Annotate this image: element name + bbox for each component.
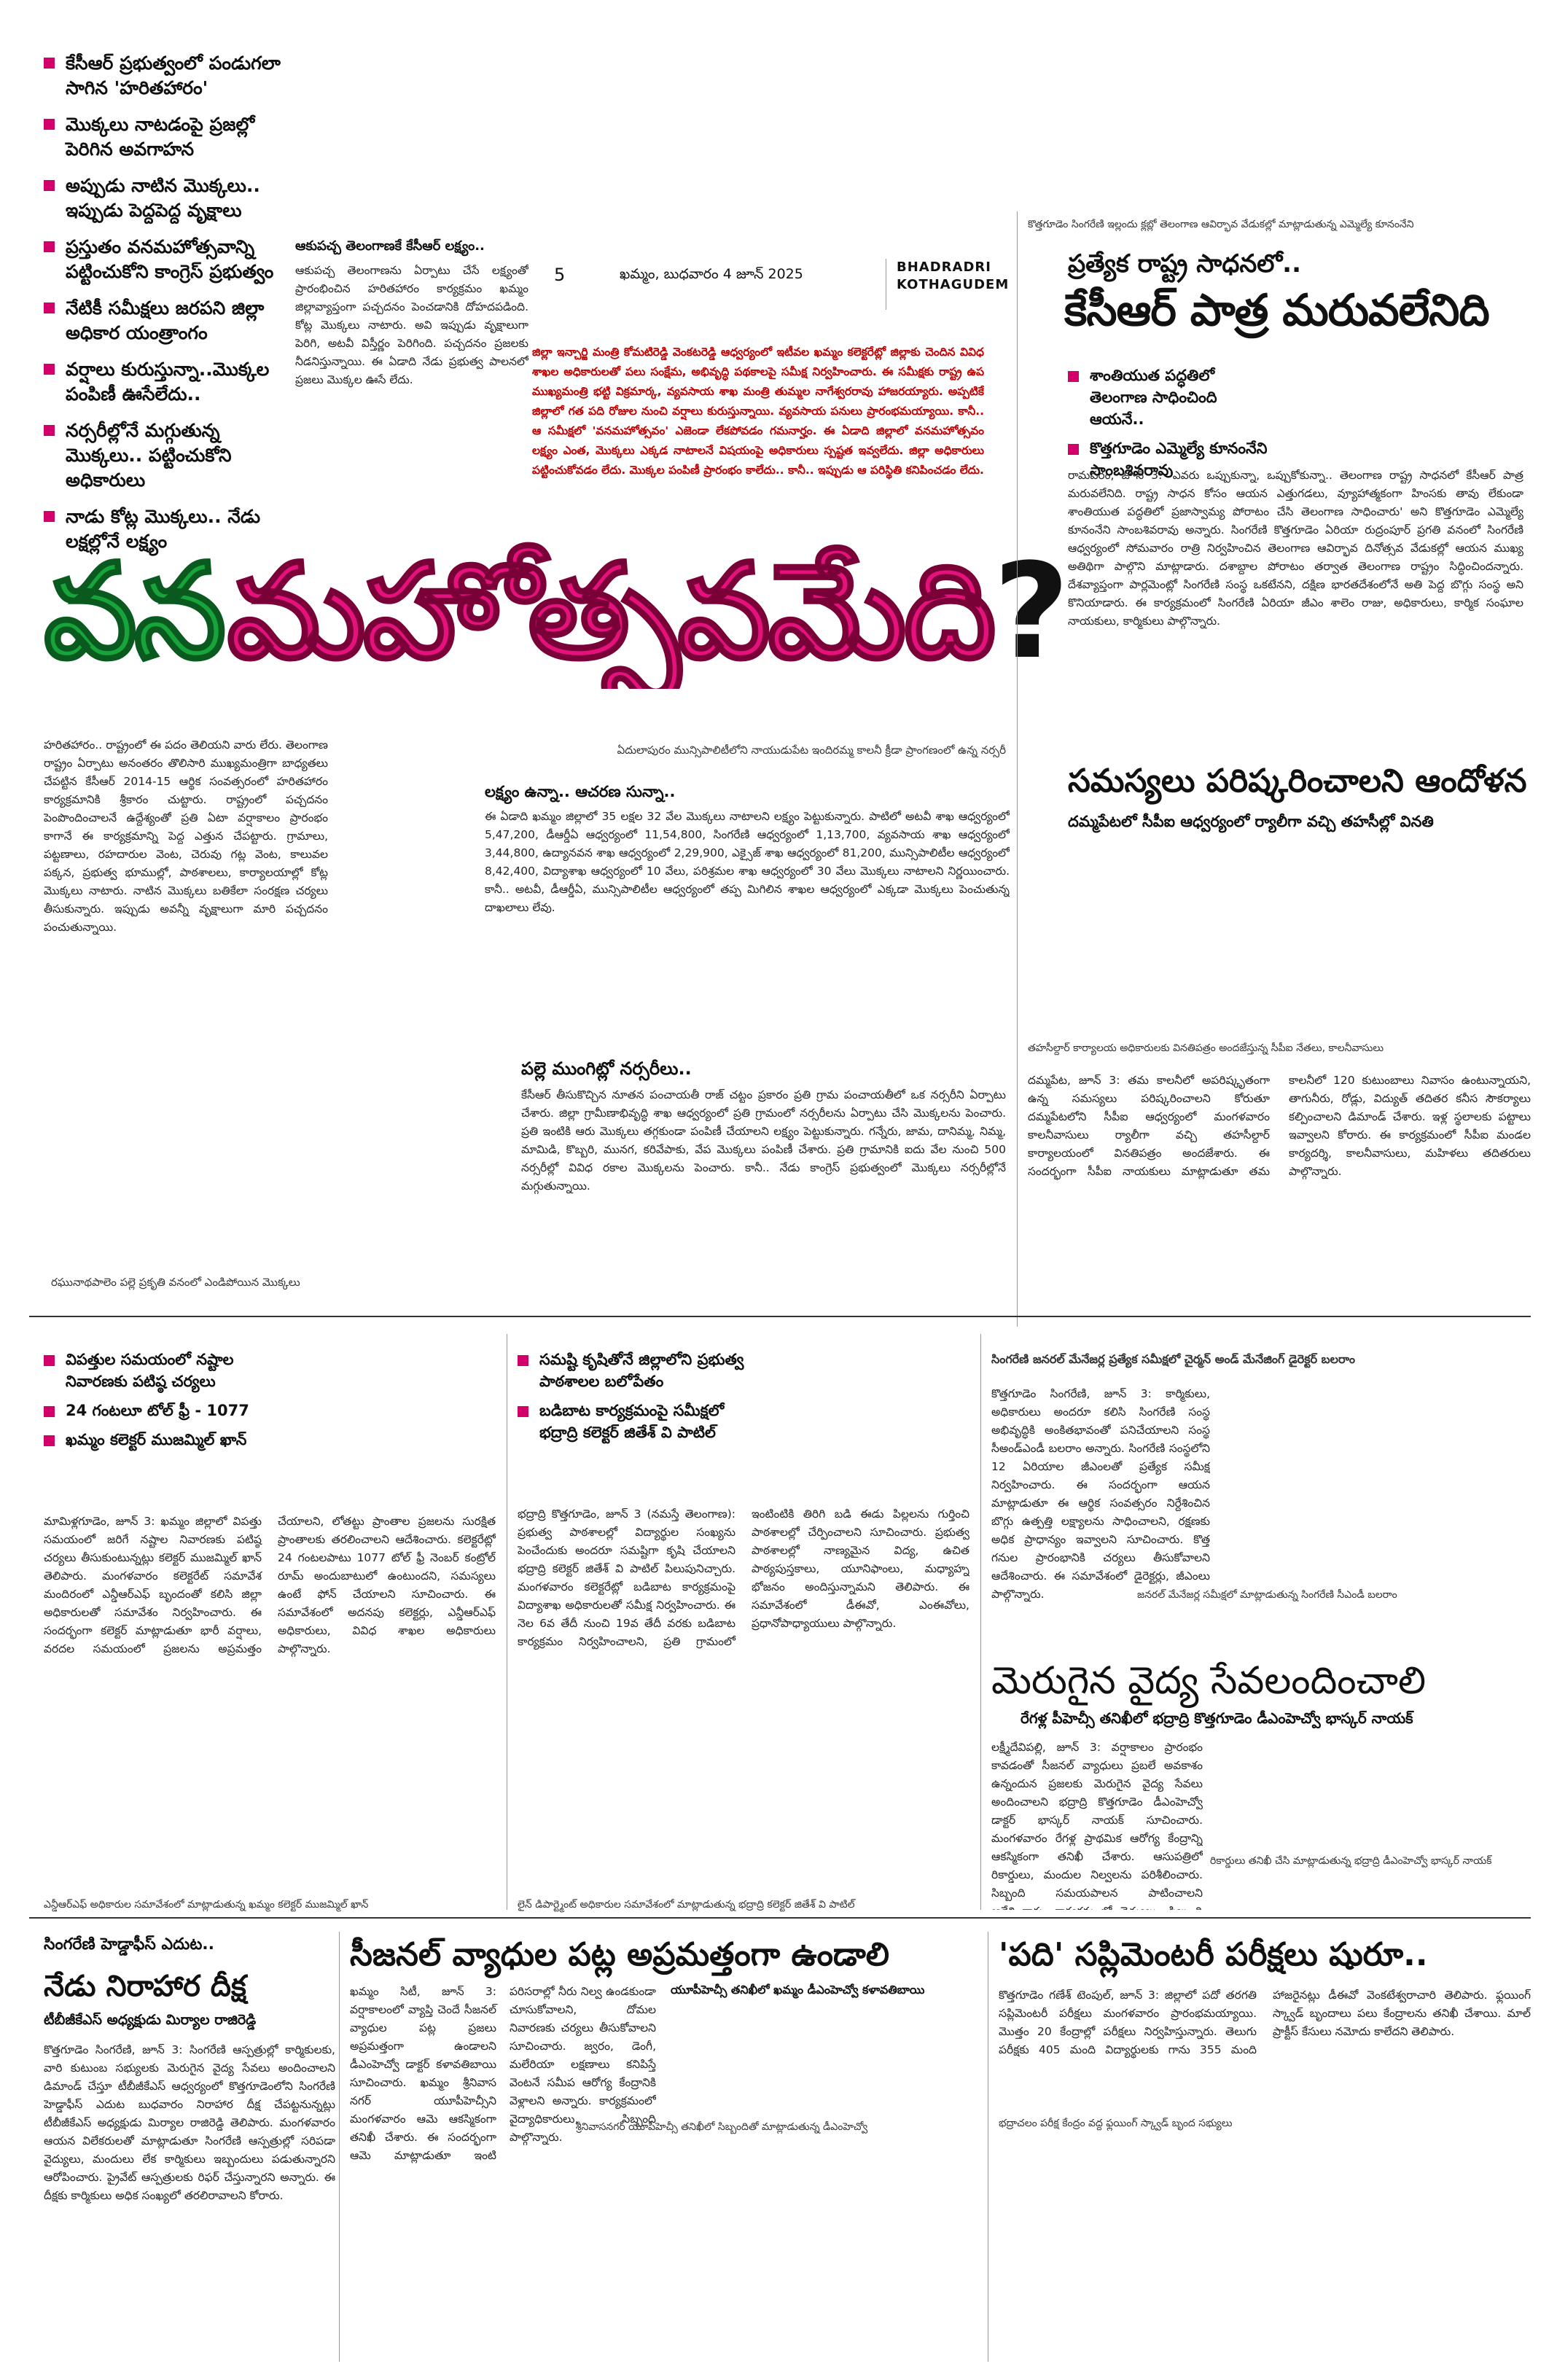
top_bullets-bullet: మొక్కలు నాటడంపై ప్రజల్లో పెరిగిన అవగాహన xyxy=(44,112,284,162)
samasya-photo xyxy=(1028,838,1531,1035)
kcr-bullets-block: శాంతియుత పద్ధతిలో తెలంగాణ సాధించింది ఆయన… xyxy=(1068,364,1272,488)
deeksha-sub: టీబీజీకేఎస్ అధ్యక్షుడు మిర్యాల రాజిరెడ్డ… xyxy=(44,2012,257,2028)
vanam-kicker-block: ఆకుపచ్చ తెలంగాణకే కేసీఆర్ లక్ష్యం.. ఆకుప… xyxy=(295,237,528,539)
top_bullets-bullet: నేటికీ సమీక్షలు జరపని జిల్లా అధికార యంత్… xyxy=(44,296,284,346)
vaidya-photo xyxy=(1214,1739,1531,1848)
vaidya-caption: రికార్డులు తనిఖీ చేసి మాట్లాడుతున్న భద్ర… xyxy=(1210,1855,1492,1867)
vanam-title: వన మహోత్సవమేది? xyxy=(42,542,1069,689)
kcr-body: రామవరం, జూన్ 3: 'ఎవరు ఒప్పుకున్నా, ఒప్పు… xyxy=(1068,469,1523,628)
top_bullets-bullet: ప్రస్తుతం వనమహోత్సవాన్ని పట్టించుకోని కా… xyxy=(44,235,284,284)
vanam-title-part1: వన xyxy=(42,536,227,688)
mujammil.bullets-bullet: విపత్తుల సమయంలో నష్టాల నివారణకు పటిష్ఠ చ… xyxy=(44,1349,270,1392)
samasya-body: దమ్మపేట, జూన్ 3: తమ కాలనీలో అపరిష్కృతంగా… xyxy=(1028,1074,1531,1178)
seasonal-title: సీజనల్ వ్యాధుల పట్ల అప్రమత్తంగా ఉండాలి xyxy=(350,1936,890,1973)
mujammil.bullets-bullet: 24 గంటలూ టోల్ ఫ్రీ - 1077 xyxy=(44,1400,270,1421)
vanam-nursery-block: పల్లె ముంగిట్లో నర్సరీలు.. కేసీఆర్ తీసుక… xyxy=(521,1057,1006,1305)
jitesh-bullets-block: సమష్టి కృషితోనే జిల్లాలోని ప్రభుత్వ పాఠశ… xyxy=(518,1349,758,1451)
balaram-kicker: సింగరేణి జనరల్ మేనేజర్ల ప్రత్యేక సమీక్షల… xyxy=(991,1352,1355,1366)
deeksha-kicker: సింగరేణి హెడ్డాఫీస్ ఎదుట.. xyxy=(44,1935,215,1954)
mujammil-bullet-list: విపత్తుల సమయంలో నష్టాల నివారణకు పటిష్ఠ చ… xyxy=(44,1349,270,1451)
vanam-title-part2: మహోత్సవమేది xyxy=(226,536,997,688)
balaram-body: కొత్తగూడెం సింగరేణి, జూన్ 3: కార్మికులు,… xyxy=(991,1387,1210,1601)
padi-caption: భద్రాచలం పరీక్ష కేంద్రం వద్ద ఫ్లయింగ్ స్… xyxy=(999,2118,1233,2129)
balaram-caption: జనరల్ మేనేజర్ల సమీక్షలో మాట్లాడుతున్న సి… xyxy=(1137,1589,1397,1601)
mujammil-body: మామిళ్లగూడెం, జూన్ 3: ఖమ్మం జిల్లాలో విప… xyxy=(44,1515,496,1655)
vanam-target-head: లక్ష్యం ఉన్నా.. ఆచరణ సున్నా.. xyxy=(485,783,676,800)
seasonal-body: ఖమ్మం సిటీ, జూన్ 3: వర్షాకాలంలో వ్యాప్తి… xyxy=(350,1985,656,2162)
top_bullets-bullet: వర్షాలు కురుస్తున్నా..మొక్కల పంపిణీ ఊసేల… xyxy=(44,357,284,407)
dry-plants-photo xyxy=(44,1028,510,1268)
mujammil-bullets-block: విపత్తుల సమయంలో నష్టాల నివారణకు పటిష్ఠ చ… xyxy=(44,1349,270,1458)
balaram-photo xyxy=(991,1378,1203,1560)
samasya-caption: తహసీల్దార్ కార్యాలయ అధికారులకు వినతిపత్ర… xyxy=(1028,1042,1384,1054)
jitesh-caption: లైన్ డిపార్ట్మెంట్ అధికారుల సమావేశంలో మా… xyxy=(518,1899,855,1911)
page-number: 5 xyxy=(554,265,566,285)
deeksha-body: కొత్తగూడెం సింగరేణి, జూన్ 3: సింగరేణి ఆస… xyxy=(44,2043,335,2202)
jitesh.bullets-bullet: సమష్టి కృషితోనే జిల్లాలోని ప్రభుత్వ పాఠశ… xyxy=(518,1349,758,1392)
vaidya-sub: రేగళ్ల పీహెచ్సీ తనిఖీలో భద్రాద్రి కొత్తగ… xyxy=(1021,1709,1413,1727)
kcr-title: కేసీఆర్ పాత్ర మరువలేనిది xyxy=(1064,285,1490,336)
kcr.bullets-bullet: శాంతియుత పద్ధతిలో తెలంగాణ సాధించింది ఆయన… xyxy=(1068,364,1272,430)
kcr-bullet-list: శాంతియుత పద్ధతిలో తెలంగాణ సాధించింది ఆయన… xyxy=(1068,364,1272,481)
top_bullets-bullet: అప్పుడు నాటిన మొక్కలు.. ఇప్పుడు పెద్దపెద… xyxy=(44,173,284,223)
seasonal-photo xyxy=(663,2001,977,2114)
top_bullets-bullet: నాడు కోట్ల మొక్కలు.. నేడు లక్షల్లోనే లక్… xyxy=(44,504,284,554)
vanam-nursery-body: కేసీఆర్ తీసుకొచ్చిన నూతన పంచాయతీ రాజ్ చట… xyxy=(521,1088,1006,1193)
vanam-kicker: ఆకుపచ్చ తెలంగాణకే కేసీఆర్ లక్ష్యం.. xyxy=(295,238,485,254)
mujammil-caption: ఎన్డీఆర్ఎఫ్ అధికారుల సమావేశంలో మాట్లాడుత… xyxy=(44,1899,369,1911)
jitesh-photo xyxy=(518,1855,969,1899)
padi-title: 'పది' సప్లిమెంటరీ పరీక్షలు షురూ.. xyxy=(999,1936,1428,1973)
masthead: 5 ఖమ్మం, బుధవారం 4 జూన్ 2025 BHADRADRI K… xyxy=(554,259,1008,324)
kcr.bullets-bullet: కొత్తగూడెం ఎమ్మెల్యే కూనంనేని సాంబశివరావ… xyxy=(1068,437,1272,481)
kcr-kicker: కొత్తగూడెం సింగరేణి ఇల్లందు క్లబ్లో తెలం… xyxy=(1028,219,1414,230)
kcr-sub: ప్రత్యేక రాష్ట్ర సాధనలో.. xyxy=(1068,249,1302,278)
vanam-lead-body-cont xyxy=(339,784,485,1002)
vanam-target-body: ఈ ఏడాది ఖమ్మం జిల్లాలో 35 లక్షల 32 వేల మ… xyxy=(485,810,1010,914)
mujammil.bullets-bullet: ఖమ్మం కలెక్టర్ ముజమ్మిల్ ఖాన్ xyxy=(44,1429,270,1451)
vanam-red-paragraph: జిల్లా ఇన్చార్జి మంత్రి కోమటిరెడ్డి వెంక… xyxy=(532,346,984,477)
nursery-photo-caption: ఏదులాపురం మున్సిపాలిటీలోని నాయుడుపేట ఇంద… xyxy=(617,744,1006,757)
vanam-lead-body: హరితహారం.. రాష్ట్రంలో ఈ పదం తెలియని వారు… xyxy=(44,738,328,934)
date-line: ఖమ్మం, బుధవారం 4 జూన్ 2025 xyxy=(620,266,803,282)
seasonal-caption: శ్రీనివాసనగర్ యూపీహెచ్సీ తనిఖీలో సిబ్బంద… xyxy=(575,2121,868,2133)
top-bullets-block: కేసీఆర్ ప్రభుత్వంలో పండుగలా సాగిన 'హరితహ… xyxy=(44,51,284,566)
deeksha-title: నేడు నిరాహార దీక్ష xyxy=(44,1970,246,2003)
top_bullets-bullet: నర్సరీల్లోనే మగ్గుతున్న మొక్కలు.. పట్టిం… xyxy=(44,418,284,493)
nursery-photo xyxy=(496,689,999,736)
vaidya-title: మెరుగైన వైద్య సేవలందించాలి xyxy=(991,1659,1427,1703)
dry-plants-caption: రఘునాథపాలెం పల్లె ప్రకృతి వనంలో ఎండిపోయి… xyxy=(51,1276,300,1289)
samasya-title: సమస్యలు పరిష్కరించాలని ఆందోళన xyxy=(1068,762,1527,800)
jitesh-body: భద్రాద్రి కొత్తగూడెం, జూన్ 3 (నమస్తే తెల… xyxy=(518,1507,969,1648)
vanam-title-mark: ? xyxy=(993,536,1069,688)
padi-photo xyxy=(999,2085,1531,2318)
samasya-sub: దమ్మపేటలో సీపీఐ ఆధ్వర్యంలో ర్యాలీగా వచ్చ… xyxy=(1068,813,1434,830)
vanam-nursery-head: పల్లె ముంగిట్లో నర్సరీలు.. xyxy=(521,1058,692,1079)
jitesh.bullets-bullet: బడిబాట కార్యక్రమంపై సమీక్షలో భద్రాద్రి క… xyxy=(518,1400,758,1443)
vanam-target-block: లక్ష్యం ఉన్నా.. ఆచరణ సున్నా.. ఈ ఏడాది ఖమ… xyxy=(485,780,1010,997)
vaidya-body: లక్ష్మీదేవిపల్లి, జూన్ 3: వర్షాకాలం ప్రా… xyxy=(991,1741,1203,1910)
vanam-kicker-body: ఆకుపచ్చ తెలంగాణను ఏర్పాటు చేసే లక్ష్యంతో… xyxy=(295,264,528,386)
top_bullets-bullet: కేసీఆర్ ప్రభుత్వంలో పండుగలా సాగిన 'హరితహ… xyxy=(44,51,284,101)
top-bullet-list: కేసీఆర్ ప్రభుత్వంలో పండుగలా సాగిన 'హరితహ… xyxy=(44,51,284,554)
padi-body: కొత్తగూడెం గణేశ్ టెంపుల్, జూన్ 3: జిల్లా… xyxy=(999,1989,1531,2056)
edition-name: BHADRADRI KOTHAGUDEM xyxy=(897,260,1010,292)
seasonal-sub: యూపీహెచ్సీ తనిఖీలో ఖమ్మం డీఎంహెచ్వో కళావ… xyxy=(671,1983,925,1997)
mujammil-photo xyxy=(44,1855,496,1899)
jitesh-bullet-list: సమష్టి కృషితోనే జిల్లాలోని ప్రభుత్వ పాఠశ… xyxy=(518,1349,758,1443)
